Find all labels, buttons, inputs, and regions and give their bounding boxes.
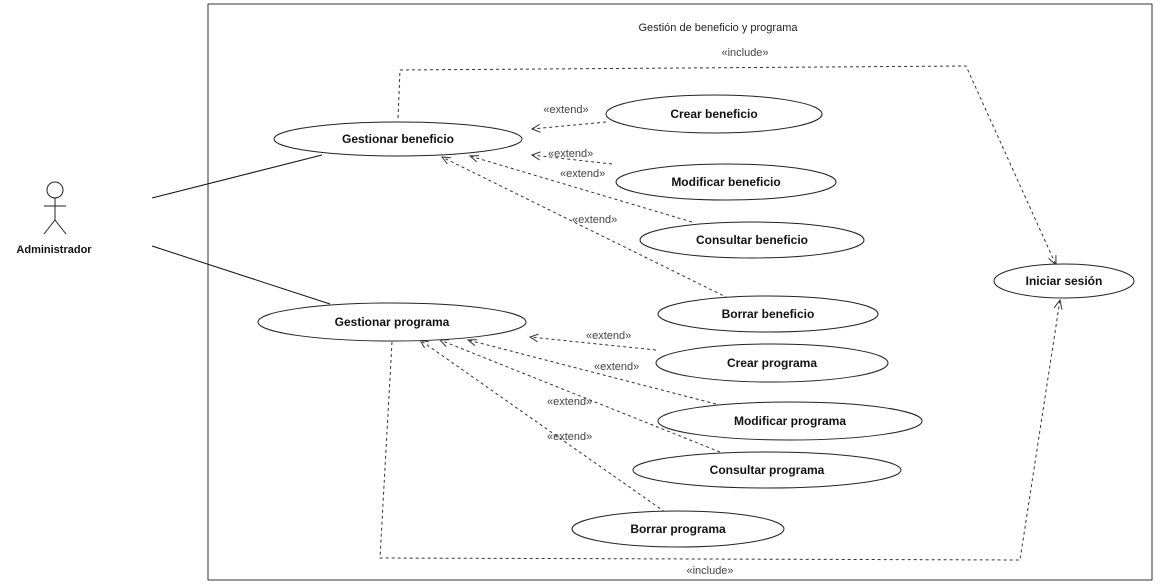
include-beneficio-label: «include» (721, 47, 768, 59)
extend-borrar-programa-label: «extend» (547, 431, 592, 443)
extend-crear-beneficio (531, 121, 607, 130)
include-programa-sesion (379, 299, 1061, 561)
usecase-modificar-beneficio[interactable]: Modificar beneficio (615, 163, 837, 201)
extend-borrar-beneficio-arrowhead (440, 156, 451, 165)
extend-borrar-programa (419, 339, 666, 513)
extend-modificar-beneficio-arrowhead (530, 151, 541, 161)
association-gestionar-beneficio (151, 154, 323, 199)
usecase-crear-beneficio[interactable]: Crear beneficio (605, 94, 823, 134)
usecase-gestionar-beneficio[interactable]: Gestionar beneficio (273, 121, 523, 157)
usecase-label: Borrar programa (630, 522, 726, 536)
association-gestionar-programa (151, 245, 331, 305)
extend-modificar-beneficio-label: «extend» (548, 148, 593, 160)
actor-name: Administrador (16, 244, 92, 256)
usecase-iniciar-sesion[interactable]: Iniciar sesión (993, 263, 1135, 299)
usecase-label: Consultar programa (710, 463, 825, 477)
usecase-label: Crear programa (727, 356, 817, 370)
usecase-consultar-programa[interactable]: Consultar programa (632, 451, 902, 489)
extend-consultar-beneficio (469, 155, 693, 223)
extend-modificar-programa (467, 339, 717, 405)
usecase-gestionar-programa[interactable]: Gestionar programa (257, 302, 527, 342)
usecase-label: Modificar beneficio (671, 175, 780, 189)
actor-administrador[interactable]: Administrador (16, 181, 92, 256)
extend-borrar-beneficio (441, 156, 729, 299)
extend-consultar-programa (439, 339, 721, 453)
include-programa-arrowhead (1053, 298, 1063, 310)
actor-head (46, 181, 64, 199)
extend-modificar-programa-label: «extend» (594, 361, 639, 373)
usecase-crear-programa[interactable]: Crear programa (655, 343, 889, 383)
extend-modificar-programa-arrowhead (466, 339, 478, 347)
usecase-label: Gestionar beneficio (342, 132, 454, 146)
extend-consultar-programa-label: «extend» (547, 396, 592, 408)
actor-left-leg (43, 219, 56, 235)
extend-crear-beneficio-label: «extend» (543, 104, 588, 116)
usecase-modificar-programa[interactable]: Modificar programa (657, 401, 923, 441)
usecase-label: Gestionar programa (335, 315, 450, 329)
extend-modificar-beneficio (531, 154, 613, 165)
usecase-label: Consultar beneficio (696, 233, 808, 247)
actor-right-leg (54, 219, 67, 235)
extend-crear-programa-arrowhead (528, 333, 539, 343)
extend-consultar-beneficio-label: «extend» (560, 168, 605, 180)
usecase-borrar-beneficio[interactable]: Borrar beneficio (657, 295, 879, 333)
usecase-borrar-programa[interactable]: Borrar programa (571, 510, 785, 548)
usecase-label: Iniciar sesión (1026, 274, 1103, 288)
system-title: Gestión de beneficio y programa (639, 22, 799, 34)
include-programa-label: «include» (686, 565, 733, 577)
extend-consultar-beneficio-arrowhead (468, 155, 480, 163)
extend-crear-programa-label: «extend» (586, 330, 631, 342)
usecase-label: Modificar programa (734, 414, 846, 428)
usecase-label: Crear beneficio (670, 107, 757, 121)
usecase-consultar-beneficio[interactable]: Consultar beneficio (639, 221, 865, 259)
extend-borrar-beneficio-label: «extend» (572, 214, 617, 226)
usecase-label: Borrar beneficio (722, 307, 815, 321)
extend-crear-beneficio-arrowhead (530, 123, 541, 133)
include-beneficio-sesion (397, 65, 1057, 266)
